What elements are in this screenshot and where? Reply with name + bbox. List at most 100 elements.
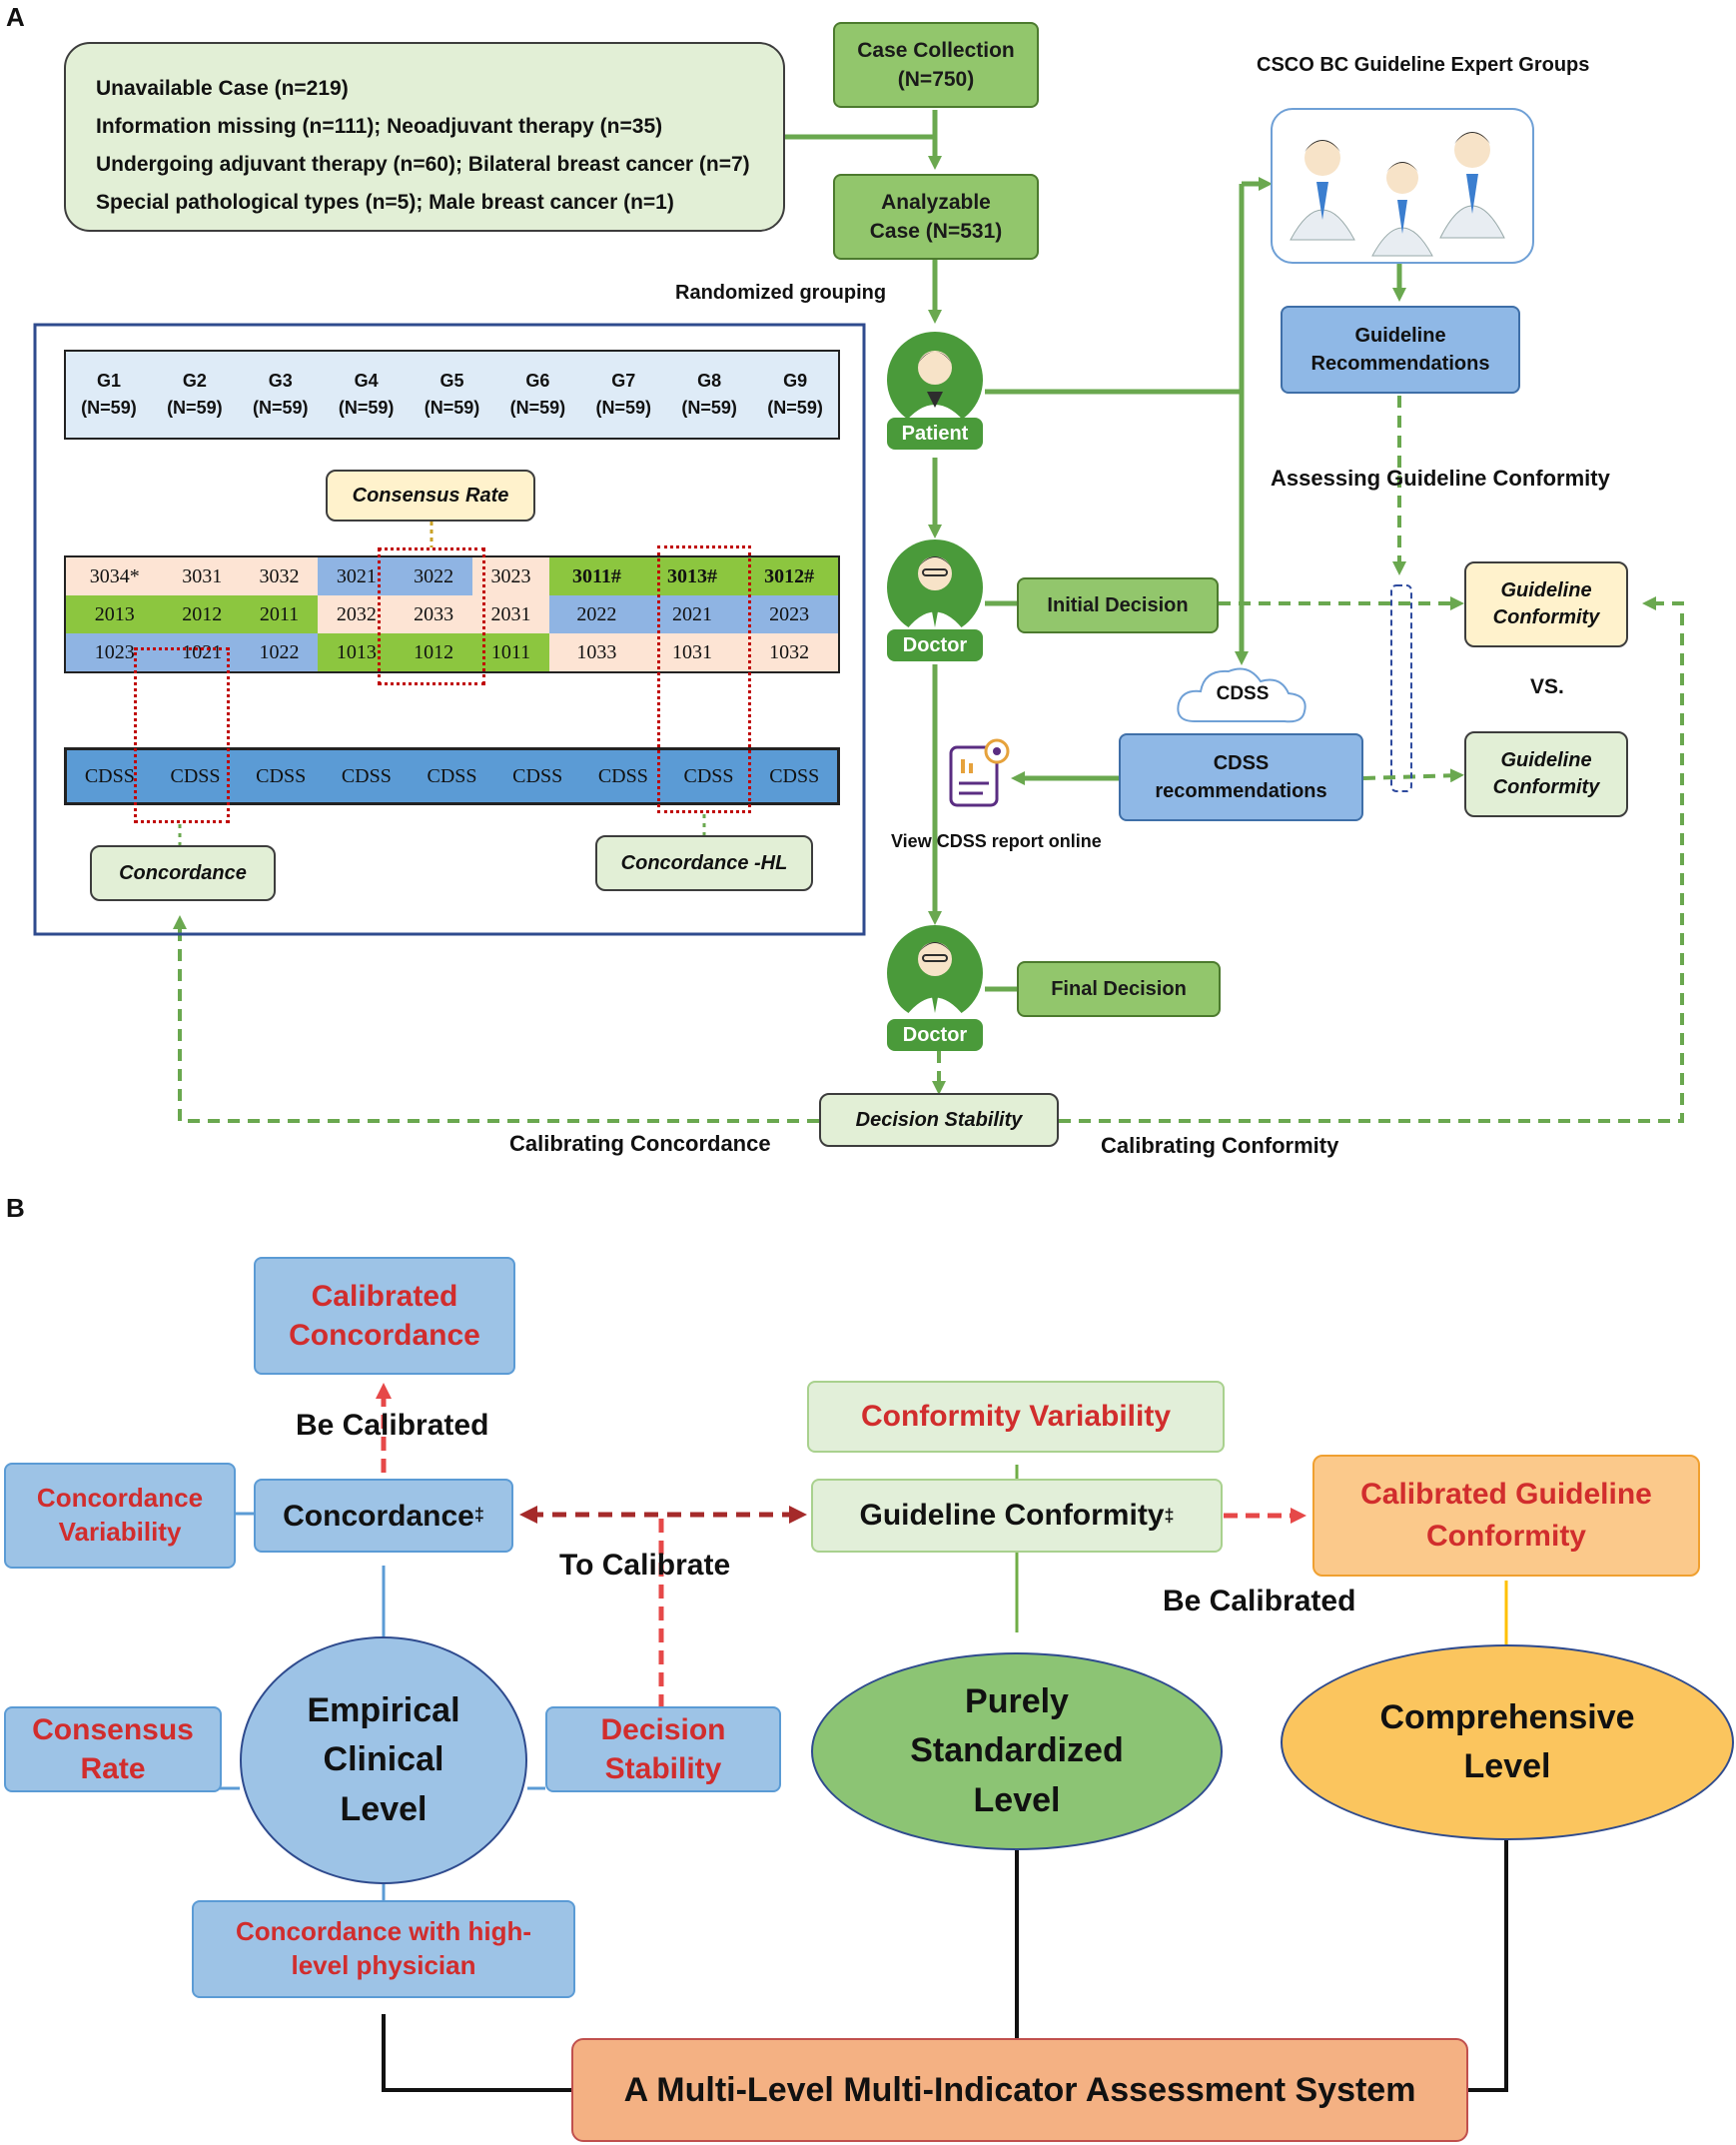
assessment-system-box: A Multi-Level Multi-Indicator Assessment…	[571, 2038, 1468, 2142]
case-collection-box: Case Collection (N=750)	[833, 22, 1039, 108]
code-cell: 3031	[163, 556, 241, 595]
concordance-box-b: Concordance‡	[254, 1479, 513, 1553]
panel-a-letter: A	[6, 2, 25, 32]
ecl-line-1: Empirical	[307, 1691, 460, 1730]
group-bar: G1(N=59)G2(N=59)G3(N=59)G4(N=59)G5(N=59)…	[64, 350, 840, 440]
conformity-variability-box: Conformity Variability	[807, 1381, 1225, 1453]
group-count: (N=59)	[767, 398, 823, 418]
ecl-line-2: Clinical	[323, 1740, 444, 1779]
psl-line-1: Purely	[965, 1682, 1069, 1721]
cal-conc-line-2: Concordance	[289, 1319, 480, 1352]
group-name: G1	[96, 371, 121, 391]
initial-decision-box: Initial Decision	[1017, 577, 1219, 633]
group-name: G8	[697, 371, 722, 391]
doctor-icon-2	[887, 925, 983, 1021]
decision-stability-box: Decision Stability	[819, 1093, 1059, 1147]
group-count: (N=59)	[509, 398, 566, 418]
guideline-conformity-box-1: Guideline Conformity	[1464, 561, 1628, 647]
group-cell: G3 (N=59)	[238, 352, 324, 438]
analyzable-label: Analyzable	[881, 190, 991, 214]
group-name: G4	[354, 371, 379, 391]
cons-rate-line-2: Rate	[80, 1752, 146, 1785]
report-icon	[947, 737, 1013, 809]
cgc-line-2: Conformity	[1426, 1520, 1586, 1553]
gc1-line-2: Conformity	[1492, 606, 1600, 628]
concordance-highlight	[134, 647, 230, 823]
conc-var-line-2: Variability	[58, 1517, 182, 1547]
group-name: G2	[182, 371, 207, 391]
calibrating-concordance-label: Calibrating Concordance	[509, 1131, 771, 1156]
dec-stab-line-1: Decision	[600, 1713, 726, 1746]
guideline-conformity-label-b: Guideline Conformity	[859, 1499, 1165, 1532]
code-cell: 2032	[318, 595, 396, 633]
to-calibrate-label: To Calibrate	[559, 1549, 731, 1582]
expert-groups-box	[1271, 108, 1534, 264]
guideline-conformity-box-2: Guideline Conformity	[1464, 731, 1628, 817]
guideline-recs-line-1: Guideline	[1354, 325, 1446, 347]
assessing-conformity-label: Assessing Guideline Conformity	[1271, 466, 1610, 491]
panel-b-letter: B	[6, 1193, 25, 1223]
chl-line-2: level physician	[291, 1950, 476, 1980]
group-cell: G9(N=59)	[752, 352, 838, 438]
calibrated-guideline-conformity-box: Calibrated Guideline Conformity	[1312, 1455, 1700, 1577]
guideline-recs-line-2: Recommendations	[1310, 353, 1490, 375]
group-count: (N=59)	[252, 398, 309, 418]
cdss-cell: CDSS	[341, 764, 392, 787]
group-cell: G6 (N=59)	[494, 352, 580, 438]
code-cell: 2011	[240, 595, 319, 633]
group-count: (N=59)	[681, 398, 737, 418]
psl-line-2: Standardized	[910, 1731, 1124, 1770]
gc2-line-2: Conformity	[1492, 776, 1600, 798]
case-collection-label: Case Collection	[857, 38, 1015, 62]
cdss-cell: CDSS	[769, 764, 820, 787]
doctor-label-final: Doctor	[887, 1019, 983, 1051]
cons-rate-line-1: Consensus	[32, 1713, 194, 1746]
view-cdss-label: View CDSS report online	[891, 831, 1102, 851]
guideline-recommendations-box: Guideline Recommendations	[1281, 306, 1520, 394]
code-cell: 1023	[65, 633, 164, 672]
group-name: G6	[525, 371, 550, 391]
code-cell: 3012#	[740, 556, 839, 595]
consensus-rate-box-b: Consensus Rate	[4, 1706, 222, 1792]
code-cell: 3021	[318, 556, 396, 595]
concordance-hl-highlight	[657, 545, 751, 813]
code-cell: 1033	[549, 633, 644, 672]
code-cell: 2033	[395, 595, 472, 633]
conc-var-line-1: Concordance	[36, 1483, 204, 1514]
expert-groups-label: CSCO BC Guideline Expert Groups	[1257, 54, 1590, 76]
consensus-rate-box: Consensus Rate	[326, 470, 535, 522]
cl-line-2: Level	[1463, 1747, 1551, 1785]
group-cell: G7(N=59)	[580, 352, 666, 438]
code-cell: 1032	[740, 633, 839, 672]
patient-icon	[887, 332, 983, 428]
group-name: G5	[439, 371, 464, 391]
group-count: (N=59)	[424, 398, 480, 418]
code-cell: 1012	[395, 633, 472, 672]
exclusion-line-1: Unavailable Case (n=219)	[96, 77, 349, 100]
group-cell: G1(N=59)	[66, 352, 152, 438]
group-cell: G2(N=59)	[152, 352, 238, 438]
group-cell: G8 (N=59)	[666, 352, 752, 438]
doctor-figure-final: Doctor	[885, 923, 985, 1055]
analyzable-count: Case (N=531)	[869, 220, 1003, 243]
be-calibrated-label-1: Be Calibrated	[296, 1409, 489, 1442]
code-cell: 1013	[318, 633, 396, 672]
calibrating-conformity-label: Calibrating Conformity	[1101, 1133, 1339, 1158]
cdss-recommendations-box: CDSS recommendations	[1119, 733, 1363, 821]
code-cell: 2022	[549, 595, 644, 633]
group-cell: G5 (N=59)	[410, 352, 495, 438]
calibrated-concordance-box: Calibrated Concordance	[254, 1257, 515, 1375]
exclusion-line-4: Special pathological types (n=5); Male b…	[96, 191, 674, 214]
guideline-conformity-box-b: Guideline Conformity‡	[811, 1479, 1223, 1553]
doctors-group-icon	[1290, 132, 1505, 257]
code-cell: 3032	[240, 556, 319, 595]
group-name: G3	[268, 371, 293, 391]
panel-a-connectors	[33, 110, 1684, 1123]
chl-line-1: Concordance with high-	[235, 1916, 532, 1947]
case-collection-count: (N=750)	[897, 68, 975, 91]
code-cell: 2023	[740, 595, 839, 633]
code-cell: 2012	[163, 595, 241, 633]
ecl-line-3: Level	[340, 1789, 428, 1828]
cdss-cell: CDSS	[597, 764, 648, 787]
